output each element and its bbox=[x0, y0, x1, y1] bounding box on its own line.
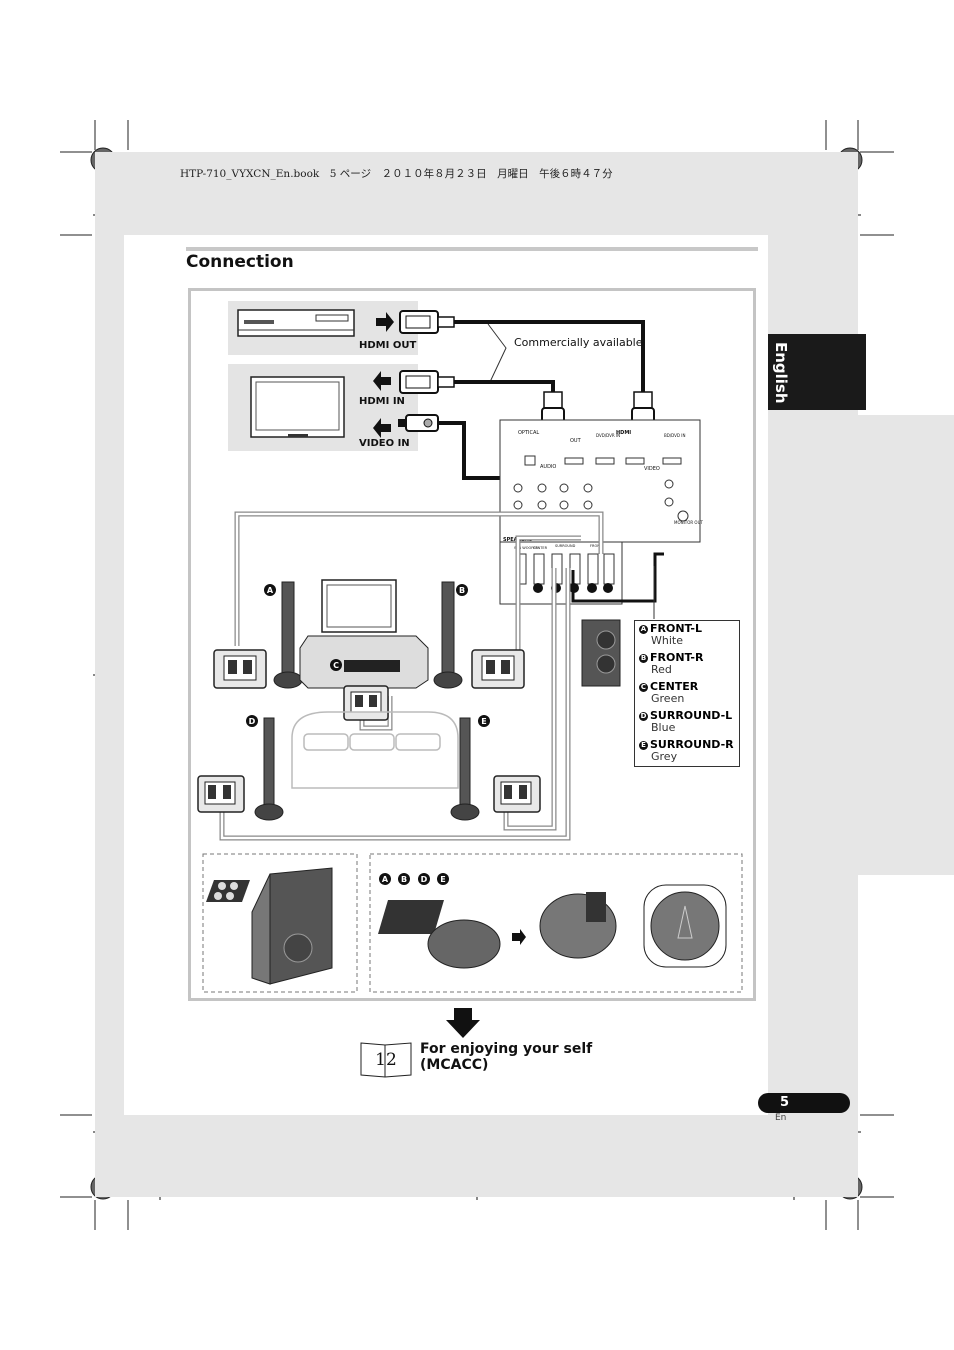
subwoofer-icon bbox=[581, 619, 621, 687]
tv-hdmi-in-label: HDMI IN bbox=[359, 396, 405, 407]
reference-text: For enjoying your self(MCACC) bbox=[420, 1041, 593, 1073]
legend-marker-icon: C bbox=[639, 683, 648, 692]
television-icon bbox=[250, 376, 345, 438]
svg-text:OPTICAL: OPTICAL bbox=[518, 430, 539, 436]
marker-c-letter: C bbox=[333, 661, 339, 670]
language-tab: English bbox=[768, 334, 866, 410]
marker-e bbox=[478, 715, 490, 727]
stand-marker-b-letter: B bbox=[401, 875, 407, 884]
hdmi-plug-icon bbox=[399, 310, 455, 334]
svg-text:HDMI: HDMI bbox=[616, 430, 631, 436]
subwoofer-feet-box bbox=[202, 853, 358, 993]
marker-c bbox=[330, 659, 342, 671]
stand-marker-a-letter: A bbox=[382, 875, 389, 884]
svg-text:VIDEO: VIDEO bbox=[644, 466, 660, 472]
arrow-left-icon bbox=[373, 371, 391, 391]
blu-ray-player-icon bbox=[237, 309, 355, 337]
tv-with-stand-icon bbox=[299, 579, 429, 689]
svg-text:MONITOR OUT: MONITOR OUT bbox=[674, 520, 703, 525]
legend-marker-icon: A bbox=[639, 625, 648, 634]
surround-right-speaker-icon bbox=[450, 717, 480, 821]
speaker-terminal-icon bbox=[343, 685, 389, 721]
connection-diagram: HDMI OUT HDMI IN VIDEO IN Commercially a… bbox=[197, 301, 743, 993]
subwoofer-cable bbox=[571, 552, 664, 603]
pad-sheet-icon bbox=[378, 900, 444, 934]
surround-left-speaker-icon bbox=[254, 717, 284, 821]
front-left-speaker-icon bbox=[273, 581, 303, 689]
arrow-right-icon bbox=[376, 312, 394, 332]
stand-marker-a bbox=[379, 873, 391, 885]
print-header: HTP-710_VYXCN_En.book 5 ページ ２０１０年８月２３日 月… bbox=[180, 168, 613, 180]
stand-marker-e-letter: E bbox=[440, 875, 445, 884]
marker-b bbox=[456, 584, 468, 596]
legend-marker-icon: B bbox=[639, 654, 648, 663]
reference-page-number: 12 bbox=[375, 1050, 397, 1070]
hdmi-cable bbox=[454, 320, 645, 394]
page-number-badge: 5 bbox=[758, 1093, 850, 1113]
legend-marker-icon: E bbox=[639, 741, 648, 750]
speaker-terminal-icon bbox=[493, 775, 541, 813]
speaker-terminal-icon bbox=[213, 649, 267, 689]
title-rule bbox=[186, 247, 758, 251]
stand-marker-d-letter: D bbox=[421, 875, 428, 884]
marker-b-letter: B bbox=[459, 586, 465, 595]
hdmi-cable bbox=[454, 380, 555, 394]
stand-marker-d bbox=[418, 873, 430, 885]
svg-text:AUDIO: AUDIO bbox=[540, 464, 556, 470]
rubber-pads-icon bbox=[206, 880, 250, 902]
front-right-speaker-icon bbox=[433, 581, 463, 689]
language-code: En bbox=[775, 1113, 787, 1123]
svg-text:CENTER: CENTER bbox=[533, 546, 548, 550]
svg-text:DVD/DVR IN: DVD/DVR IN bbox=[596, 433, 620, 438]
stand-marker-b bbox=[398, 873, 410, 885]
hdmi-plug-icon bbox=[399, 370, 455, 394]
section-title: Connection bbox=[186, 252, 294, 272]
down-arrow-icon bbox=[446, 1008, 480, 1038]
book-reference-icon: 12 bbox=[360, 1042, 412, 1078]
commercially-available-label: Commercially available bbox=[514, 336, 643, 349]
callout-bracket bbox=[487, 323, 507, 383]
svg-text:SURROUND: SURROUND bbox=[555, 544, 576, 548]
tv-video-in-label: VIDEO IN bbox=[359, 438, 410, 449]
marker-a bbox=[264, 584, 276, 596]
speaker-base-mounted-icon bbox=[539, 892, 617, 959]
arrow-right-icon bbox=[512, 929, 526, 945]
marker-d-letter: D bbox=[249, 717, 256, 726]
player-hdmi-out-label: HDMI OUT bbox=[359, 340, 416, 351]
svg-text:BD/DVD IN: BD/DVD IN bbox=[664, 433, 685, 438]
legend-marker-icon: D bbox=[639, 712, 648, 721]
speaker-feet-box bbox=[369, 853, 743, 993]
marker-d bbox=[246, 715, 258, 727]
language-tab-label: English bbox=[772, 342, 790, 404]
speaker-terminal-icon bbox=[197, 775, 245, 813]
svg-text:OUT: OUT bbox=[570, 438, 582, 444]
svg-text:FRONT: FRONT bbox=[590, 544, 603, 548]
subwoofer-bottom-icon bbox=[251, 867, 333, 985]
svg-text:SUB WOOFER: SUB WOOFER bbox=[514, 546, 538, 550]
marker-e-letter: E bbox=[481, 717, 486, 726]
sofa-icon bbox=[291, 711, 459, 789]
speaker-base-icon bbox=[427, 919, 501, 969]
arrow-left-icon bbox=[373, 418, 391, 438]
marker-a-letter: A bbox=[267, 586, 274, 595]
side-margin-band bbox=[768, 415, 954, 875]
stand-marker-e bbox=[437, 873, 449, 885]
speaker-terminal-icon bbox=[471, 649, 525, 689]
speaker-base-detail-icon bbox=[643, 884, 727, 968]
